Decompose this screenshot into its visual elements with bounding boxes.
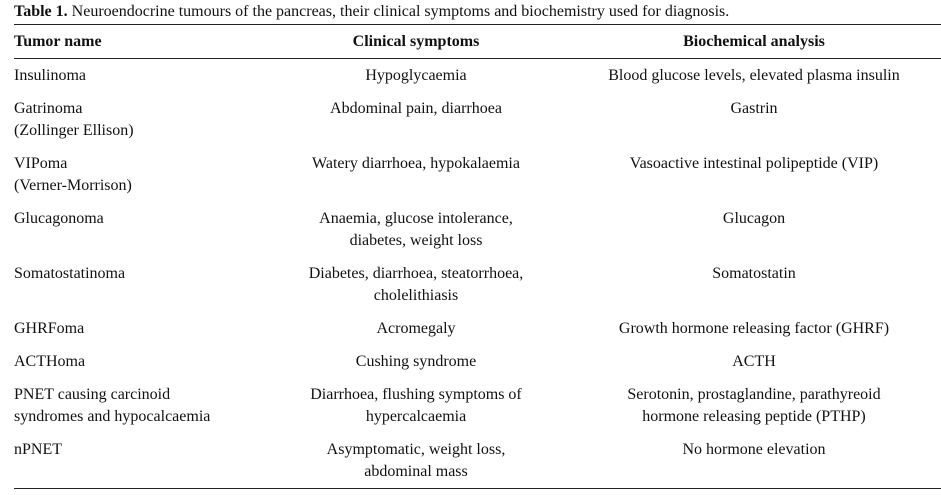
cell-clinical-symptoms: Watery diarrhoea, hypokalaemia [265,147,567,202]
cell-line: Glucagonoma [14,210,104,227]
cell-biochemical-analysis: Vasoactive intestinal polipeptide (VIP) [567,147,941,202]
cell-clinical-symptoms: Acromegaly [265,312,567,345]
caption-label: Table 1. [14,3,68,20]
cell-line: Cushing syndrome [355,353,477,370]
cell-clinical-symptoms: Abdominal pain, diarrhoea [265,92,567,147]
cell-line: Watery diarrhoea, hypokalaemia [312,155,520,172]
cell-tumor-name: PNET causing carcinoid syndromes and hypo… [14,378,265,433]
cell-line: Diarrhoea, flushing symptoms of [310,386,522,403]
cell-tumor-name: VIPoma (Verner-Morrison) [14,147,265,202]
header-clinical-symptoms: Clinical symptoms [352,32,480,50]
table-row: GHRFoma Acromegaly Growth hormone releasin… [14,312,941,345]
cell-tumor-name: Glucagonoma [14,202,265,257]
cell-clinical-symptoms: Anaemia, glucose intolerance, diabetes, w… [265,202,567,257]
cell-line: cholelithiasis [373,287,459,304]
cell-line: Anaemia, glucose intolerance, [319,210,513,227]
cell-clinical-symptoms: Cushing syndrome [265,345,567,378]
table-row: PNET causing carcinoid syndromes and hypo… [14,378,941,433]
table-row: Insulinoma Hypoglycaemia Blood glucose lev… [14,59,941,93]
cell-tumor-name: Gatrinoma (Zollinger Ellison) [14,92,265,147]
cell-biochemical-analysis: No hormone elevation [567,433,941,489]
cell-line: Blood glucose levels, elevated plasma in… [608,67,900,84]
cell-tumor-name: GHRFoma [14,312,265,345]
cell-clinical-symptoms: Hypoglycaemia [265,59,567,93]
cell-line: Gastrin [730,100,778,117]
cell-line: VIPoma [14,155,68,172]
header-biochemical-analysis: Biochemical analysis [683,32,825,50]
cell-line: ACTH [732,353,776,370]
cell-line: Serotonin, prostaglandine, parathyreoid [627,386,881,403]
cell-line: Gatrinoma [14,100,83,117]
table-caption: Table 1. Neuroendocrine tumours of the p… [14,2,729,22]
table-row: VIPoma (Verner-Morrison) Watery diarrhoea,… [14,147,941,202]
cell-line: GHRFoma [14,320,85,337]
table-row: Glucagonoma Anaemia, glucose intolerance,… [14,202,941,257]
cell-clinical-symptoms: Diarrhoea, flushing symptoms of hypercalc… [265,378,567,433]
caption-text: Neuroendocrine tumours of the pancreas, … [67,3,730,20]
cell-biochemical-analysis: Glucagon [567,202,941,257]
cell-line: nPNET [14,441,62,458]
cell-line: Somatostatinoma [14,265,126,282]
cell-line: ACTHoma [14,353,86,370]
cell-tumor-name: nPNET [14,433,265,489]
header-row: Tumor name Clinical symptoms Biochemical… [14,24,941,59]
cell-biochemical-analysis: Somatostatin [567,257,941,312]
cell-line: Hypoglycaemia [365,67,467,84]
cell-line: PNET causing carcinoid [14,386,171,403]
cell-line: Acromegaly [376,320,456,337]
cell-line: Insulinoma [14,67,86,84]
cell-biochemical-analysis: ACTH [567,345,941,378]
table-row: Gatrinoma (Zollinger Ellison) Abdominal pa… [14,92,941,147]
cell-line: hormone releasing peptide (PTHP) [642,408,866,425]
cell-line: hypercalcaemia [365,408,467,425]
table-row: Somatostatinoma Diabetes, diarrhoea, stea… [14,257,941,312]
cell-biochemical-analysis: Blood glucose levels, elevated plasma in… [567,59,941,93]
cell-line: No hormone elevation [682,441,826,458]
header-tumor-name: Tumor name [14,32,102,50]
tumour-table: Tumor name Clinical symptoms Biochemical… [14,24,941,489]
cell-line: (Verner-Morrison) [14,177,132,194]
cell-line: Vasoactive intestinal polipeptide (VIP) [629,155,879,172]
cell-line: abdominal mass [364,463,468,480]
cell-tumor-name: Insulinoma [14,59,265,93]
cell-tumor-name: Somatostatinoma [14,257,265,312]
cell-line: syndromes and hypocalcaemia [14,408,211,425]
cell-line: Glucagon [722,210,786,227]
cell-clinical-symptoms: Diabetes, diarrhoea, steatorrhoea, cholel… [265,257,567,312]
cell-tumor-name: ACTHoma [14,345,265,378]
cell-biochemical-analysis: Growth hormone releasing factor (GHRF) [567,312,941,345]
cell-biochemical-analysis: Gastrin [567,92,941,147]
table-row: ACTHoma Cushing syndrome ACTH [14,345,941,378]
cell-line: Asymptomatic, weight loss, [326,441,506,458]
cell-line: Somatostatin [712,265,796,282]
cell-biochemical-analysis: Serotonin, prostaglandine, parathyreoid h… [567,378,941,433]
cell-line: diabetes, weight loss [349,232,483,249]
cell-line: Diabetes, diarrhoea, steatorrhoea, [308,265,524,282]
cell-clinical-symptoms: Asymptomatic, weight loss, abdominal mass [265,433,567,489]
cell-line: Growth hormone releasing factor (GHRF) [618,320,890,337]
cell-line: (Zollinger Ellison) [14,122,134,139]
table-row: nPNET Asymptomatic, weight loss, abdominal… [14,433,941,489]
cell-line: Abdominal pain, diarrhoea [330,100,502,117]
